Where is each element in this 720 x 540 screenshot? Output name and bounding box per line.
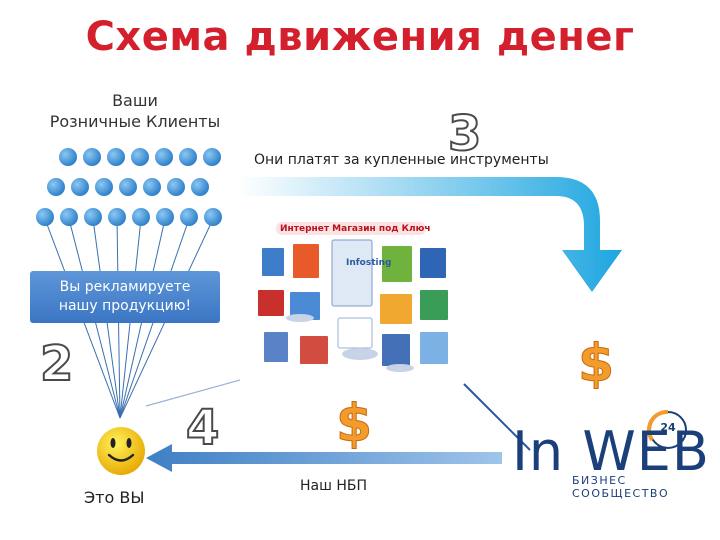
client-dot (119, 178, 137, 196)
client-dot (180, 208, 198, 226)
client-dot (36, 208, 54, 226)
product-boxes (258, 239, 448, 372)
payout-arrow (146, 444, 502, 472)
inweb-logo-subtitle: БИЗНЕС СООБЩЕСТВО (572, 474, 670, 500)
inweb-logo-badge-number: 24 (660, 421, 676, 434)
smiley-icon (97, 427, 145, 475)
client-dot (71, 178, 89, 196)
you-label: Это ВЫ (84, 488, 145, 507)
client-dot (47, 178, 65, 196)
client-dot (167, 178, 185, 196)
client-dot (108, 208, 126, 226)
client-dot (155, 148, 173, 166)
client-dot (179, 148, 197, 166)
step-3-number: 3 (447, 105, 482, 163)
client-dot (203, 148, 221, 166)
client-dot (83, 148, 101, 166)
step-4-number: 4 (185, 399, 220, 457)
client-dot (107, 148, 125, 166)
client-dot (156, 208, 174, 226)
dollar-icon: $ (577, 334, 615, 395)
store-center-label: Infosting (346, 258, 392, 268)
nbp-label: Наш НБП (300, 478, 368, 494)
promo-line2: нашу продукцию! (58, 298, 192, 314)
client-row-1 (59, 148, 221, 166)
inweb-logo-badge (646, 409, 687, 449)
client-dot (60, 208, 78, 226)
diagram-title: Схема движения денег (85, 14, 635, 60)
clients-label-line1: Ваши (112, 91, 158, 110)
pay-caption: Они платят за купленные инструменты (254, 152, 549, 168)
promo-line1: Вы рекламируете (59, 279, 191, 295)
clients-label-line2: Розничные Клиенты (49, 112, 221, 131)
client-dot (191, 178, 209, 196)
client-dot (131, 148, 149, 166)
clients-label: Ваши Розничные Клиенты (20, 90, 250, 132)
online-store-image (246, 218, 470, 380)
inweb-logo-text: In WEB (512, 420, 710, 483)
client-dot (204, 208, 222, 226)
payment-flow-arrow (238, 177, 622, 292)
client-dot (143, 178, 161, 196)
client-dot (59, 148, 77, 166)
client-row-2 (47, 178, 209, 196)
retail-clients (36, 148, 222, 226)
client-dot (84, 208, 102, 226)
store-title: Интернет Магазин под Ключ (280, 224, 431, 234)
client-dot (132, 208, 150, 226)
client-row-3 (36, 208, 222, 226)
dollar-icon: $ (335, 394, 373, 455)
promo-box: Вы рекламируете нашу продукцию! (30, 271, 220, 323)
client-dot (95, 178, 113, 196)
step-2-number: 2 (39, 335, 74, 393)
